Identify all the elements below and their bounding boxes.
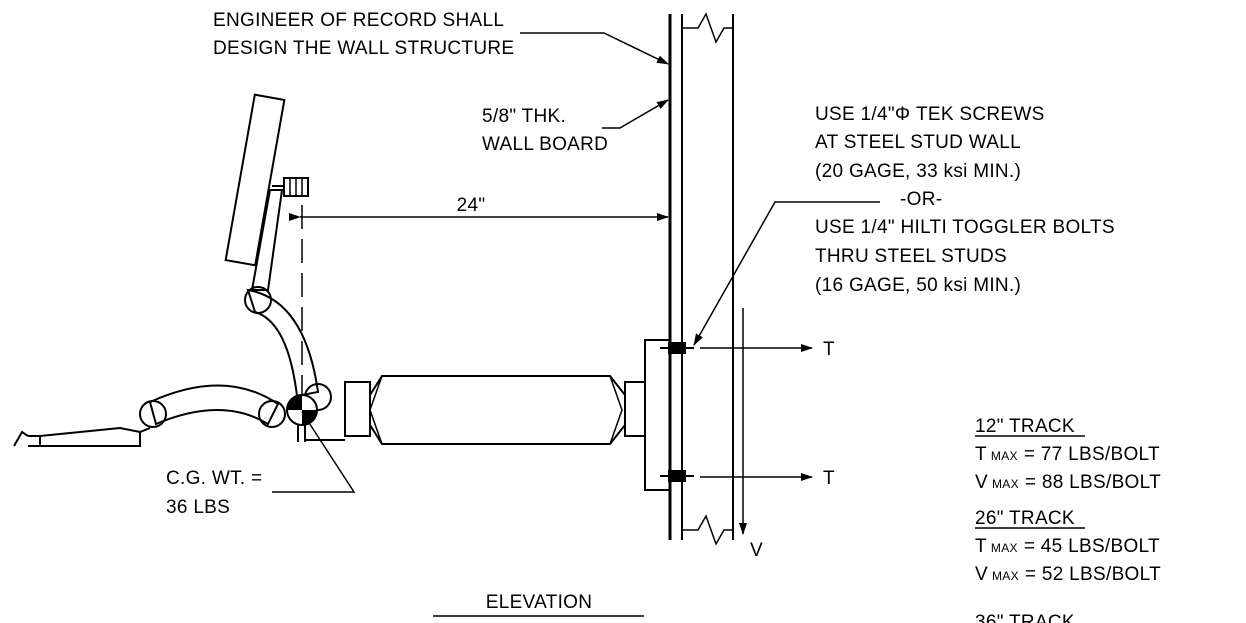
note-cg: C.G. WT. = 36 LBS bbox=[166, 411, 356, 518]
note-wallboard: 5/8" THK. WALL BOARD bbox=[482, 99, 669, 155]
cg-note-line2: 36 LBS bbox=[166, 497, 230, 518]
engineer-note-line1: ENGINEER OF RECORD SHALL bbox=[213, 10, 504, 31]
tek-note-line3: (20 GAGE, 33 ksi MIN.) bbox=[815, 161, 1021, 182]
view-title: ELEVATION bbox=[433, 592, 644, 617]
wallboard-note-line1: 5/8" THK. bbox=[482, 106, 566, 127]
engineer-note-line2: DESIGN THE WALL STRUCTURE bbox=[213, 38, 514, 59]
dimension-24: 24" bbox=[289, 195, 669, 221]
elevation-title: ELEVATION bbox=[486, 592, 593, 613]
or-label: -OR- bbox=[900, 189, 942, 210]
cg-note-line1: C.G. WT. = bbox=[166, 468, 262, 489]
wall-structure bbox=[668, 12, 734, 546]
cg-symbol bbox=[286, 394, 318, 426]
toggler-note-line2: THRU STEEL STUDS bbox=[815, 246, 1007, 267]
wall-plate bbox=[644, 339, 694, 491]
upper-link bbox=[250, 189, 284, 291]
mounting-plate bbox=[644, 339, 671, 491]
toggler-note-line1: USE 1/4" HILTI TOGGLER BOLTS bbox=[815, 217, 1115, 238]
tension-label-bottom: T bbox=[823, 468, 835, 489]
pivot-lower bbox=[258, 400, 286, 428]
note-engineer: ENGINEER OF RECORD SHALL DESIGN THE WALL… bbox=[213, 10, 669, 65]
break-line-bottom bbox=[682, 514, 733, 546]
monitor-panel bbox=[224, 93, 286, 267]
force-arrows: T T V bbox=[700, 308, 835, 561]
track-36: 36" TRACK bbox=[975, 612, 1075, 623]
tek-note-line2: AT STEEL STUD WALL bbox=[815, 132, 1021, 153]
wallboard-note-line2: WALL BOARD bbox=[482, 134, 608, 155]
pivot-left bbox=[139, 400, 167, 428]
toggler-note-line3: (16 GAGE, 50 ksi MIN.) bbox=[815, 275, 1021, 296]
track-name: 26" TRACK bbox=[975, 508, 1075, 529]
tension-label-top: T bbox=[823, 339, 835, 360]
mount-bracket bbox=[13, 93, 332, 447]
break-line-top bbox=[682, 12, 733, 44]
lower-arm bbox=[148, 384, 280, 426]
arm-hex-body bbox=[369, 375, 626, 445]
keyboard bbox=[39, 426, 141, 437]
track-name: 36" TRACK bbox=[975, 612, 1075, 623]
track-name: 12" TRACK bbox=[975, 416, 1075, 437]
note-fasteners: USE 1/4"Φ TEK SCREWS AT STEEL STUD WALL … bbox=[693, 104, 1115, 346]
curved-arm bbox=[246, 288, 320, 398]
shear-label: V bbox=[750, 540, 763, 561]
tray-lip bbox=[13, 430, 29, 447]
extension-arm bbox=[305, 375, 646, 445]
dimension-label: 24" bbox=[457, 195, 486, 216]
tek-note-line1: USE 1/4"Φ TEK SCREWS bbox=[815, 104, 1045, 125]
